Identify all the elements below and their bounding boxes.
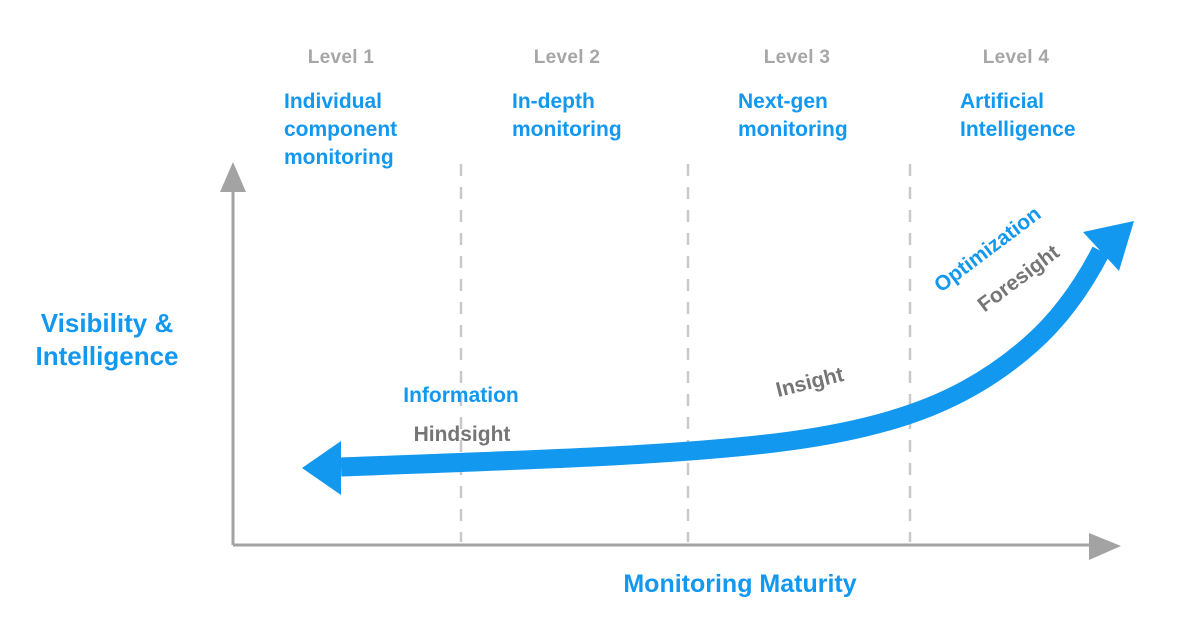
- curve-left-arrowhead-icon: [302, 441, 341, 495]
- annotation-information: Information: [403, 384, 519, 407]
- level-1-title: Individual component monitoring: [284, 90, 398, 169]
- x-axis-arrow-icon: [1089, 533, 1121, 560]
- level-2-label: Level 2: [533, 47, 601, 68]
- y-axis-label-line1: Visibility &: [40, 308, 174, 338]
- annotation-hindsight: Hindsight: [413, 423, 511, 446]
- level-3-title: Next-gen monitoring: [738, 90, 848, 141]
- level-3-label: Level 3: [763, 47, 831, 68]
- level-4-label: Level 4: [982, 47, 1050, 68]
- y-axis-label-line2: Intelligence: [35, 341, 179, 371]
- maturity-curve: [340, 246, 1110, 477]
- y-axis-arrow-icon: [220, 162, 246, 192]
- y-axis-label: Visibility & Intelligence: [14, 307, 200, 373]
- level-2-title: In-depth monitoring: [512, 90, 622, 141]
- level-1-label: Level 1: [307, 47, 375, 68]
- x-axis-label: Monitoring Maturity: [623, 570, 857, 598]
- level-4-title: Artificial Intelligence: [960, 90, 1076, 141]
- curve-right-arrowhead-icon: [1083, 221, 1134, 271]
